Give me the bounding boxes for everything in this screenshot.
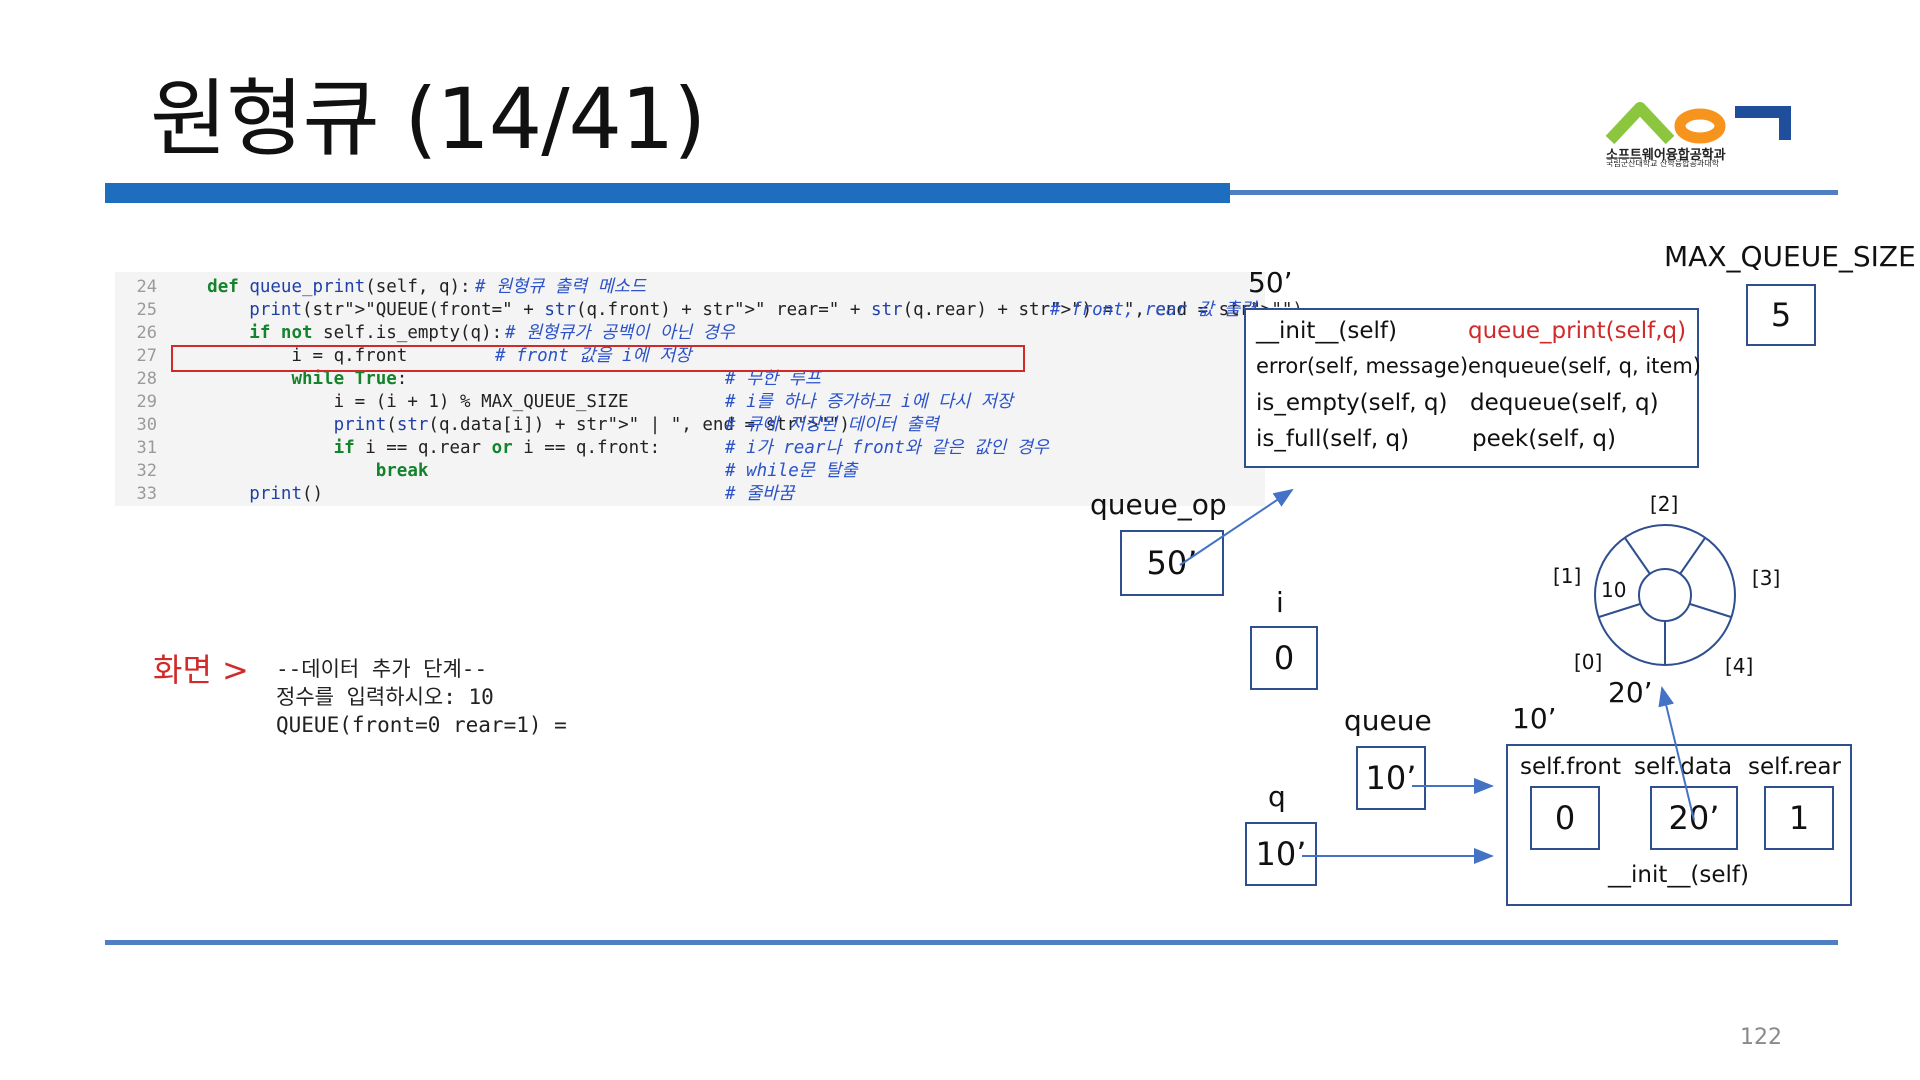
code-comment: # while문 탈출: [725, 461, 858, 481]
arrow-data: [1658, 686, 1695, 821]
queue-label: queue: [1344, 704, 1432, 737]
slide-title: 원형큐 (14/41): [150, 70, 706, 168]
line-number: 32: [136, 461, 157, 481]
code-text: break: [375, 461, 429, 481]
code-text: if i == q.rear or i == q.front:: [333, 438, 661, 458]
footer-rule: [105, 940, 1838, 945]
logo-graphic: [1605, 102, 1791, 145]
code-comment: # i가 rear나 front와 같은 값인 경우: [725, 438, 1050, 458]
queue-op-class-address: 50’: [1248, 266, 1293, 299]
i-label: i: [1276, 586, 1284, 619]
max-queue-size-label: MAX_QUEUE_SIZE: [1664, 240, 1916, 273]
queue-object-address: 10’: [1512, 702, 1557, 735]
code-line: 28 while True: # 무한 루프: [115, 368, 1265, 391]
ring-divider: [1624, 537, 1651, 575]
q-label: q: [1268, 780, 1286, 813]
field-front-value: 0: [1530, 786, 1600, 850]
screen-output: --데이터 추가 단계-- 정수를 입력하시오: 10 QUEUE(front=…: [276, 657, 567, 737]
queue-object-box: self.front self.data self.rear 0 20’ 1 _…: [1506, 744, 1852, 906]
ring-index-3: [3]: [1752, 566, 1781, 590]
code-line: 32 break # while문 탈출: [115, 460, 1265, 483]
line-number: 25: [136, 300, 157, 320]
ring-index-1: [1]: [1553, 564, 1582, 588]
queue-op-class-box: __init__(self) queue_print(self,q) error…: [1244, 308, 1701, 468]
ring-index-2: [2]: [1650, 492, 1679, 516]
code-comment: # 무한 루프: [725, 369, 822, 389]
arrow-queue-op: [1179, 488, 1294, 566]
code-text: print(str">"QUEUE(front=" + str(q.front)…: [249, 300, 1303, 320]
queue-object-constructor: __init__(self): [1608, 862, 1749, 888]
code-text: i = q.front: [165, 346, 408, 366]
code-text: print(): [249, 484, 324, 504]
code-line: 29 i = (i + 1) % MAX_QUEUE_SIZE # i를 하나 증…: [115, 391, 1265, 414]
screen-label: 화면 >: [153, 651, 249, 689]
code-comment: # 큐에 저장된 데이터 출력: [725, 415, 939, 435]
i-box: 0: [1250, 626, 1318, 690]
ring-divider: [1598, 603, 1641, 618]
code-text: if not self.is_empty(q):: [249, 323, 503, 343]
code-line: 25 print(str">"QUEUE(front=" + str(q.fro…: [115, 299, 1303, 322]
max-queue-size-box: 5: [1746, 284, 1816, 346]
department-logo: 소프트웨어융합공학과 국립군산대학교 산학융합공과대학: [1600, 100, 1800, 170]
queue-op-label: queue_op: [1090, 488, 1227, 521]
ring-slot-value: 10: [1601, 578, 1627, 602]
code-text: while True:: [291, 369, 408, 389]
logo-main-text: 소프트웨어융합공학과: [1606, 148, 1726, 163]
method-dequeue: dequeue(self, q): [1470, 390, 1659, 416]
field-rear-label: self.rear: [1748, 754, 1841, 780]
page-number: 122: [1740, 1025, 1782, 1050]
line-number: 24: [136, 277, 157, 297]
field-front-label: self.front: [1520, 754, 1621, 780]
ring-buffer: [1594, 524, 1736, 666]
line-number: 33: [136, 484, 157, 504]
code-line: 24 def queue_print(self, q):# 원형큐 출력 메소드: [115, 276, 1265, 299]
method-is-full: is_full(self, q): [1256, 426, 1410, 452]
method-peek: peek(self, q): [1472, 426, 1617, 452]
ring-address: 20’: [1608, 676, 1653, 709]
code-line: 26 if not self.is_empty(q):# 원형큐가 공백이 아닌…: [115, 322, 1265, 345]
code-comment: # 줄바꿈: [725, 484, 795, 504]
line-number: 28: [136, 369, 157, 389]
code-listing: 24 def queue_print(self, q):# 원형큐 출력 메소드…: [115, 272, 1303, 506]
code-comment: # 원형큐 출력 메소드: [475, 277, 646, 297]
line-number: 30: [136, 415, 157, 435]
line-number: 27: [136, 346, 157, 366]
method-enqueue: enqueue(self, q, item): [1468, 354, 1701, 378]
code-text: i = (i + 1) % MAX_QUEUE_SIZE: [165, 392, 629, 412]
logo-sub-text: 국립군산대학교 산학융합공과대학: [1606, 159, 1719, 168]
code-text: def queue_print(self, q):: [207, 277, 471, 297]
field-rear-value: 1: [1764, 786, 1834, 850]
line-number: 29: [136, 392, 157, 412]
ring-index-0: [0]: [1574, 650, 1603, 674]
code-comment: # i를 하나 증가하고 i에 다시 저장: [725, 392, 1014, 412]
queue-op-box: 50’: [1120, 530, 1224, 596]
code-comment: # front, rear 값 출력: [1050, 300, 1257, 320]
ring-divider: [1679, 537, 1706, 575]
code-comment: # front 값을 i에 저장: [495, 346, 692, 366]
header-rule-thin: [1230, 190, 1838, 195]
ring-index-4: [4]: [1725, 654, 1754, 678]
highlight-line-27: [171, 345, 1025, 372]
code-line: 31 if i == q.rear or i == q.front: # i가 r…: [115, 437, 1265, 460]
ring-divider: [1689, 603, 1732, 618]
method-queue-print: queue_print(self,q): [1468, 318, 1687, 344]
line-number: 31: [136, 438, 157, 458]
method-is-empty: is_empty(self, q): [1256, 390, 1448, 416]
line-number: 26: [136, 323, 157, 343]
header-rule-thick: [105, 183, 1230, 203]
code-comment: # 원형큐가 공백이 아닌 경우: [505, 323, 735, 343]
code-line: 30 print(str(q.data[i]) + str">" | ", en…: [115, 414, 1265, 437]
code-line: 33 print() # 줄바꿈: [115, 483, 1265, 506]
field-data-value: 20’: [1650, 786, 1738, 850]
queue-box: 10’: [1356, 746, 1426, 810]
code-text: print(str(q.data[i]) + str">" | ", end =…: [333, 415, 850, 435]
method-init: __init__(self): [1256, 318, 1397, 344]
code-line: 27 i = q.front # front 값을 i에 저장: [115, 345, 1265, 368]
q-box: 10’: [1245, 822, 1317, 886]
method-error: error(self, message): [1256, 354, 1469, 378]
